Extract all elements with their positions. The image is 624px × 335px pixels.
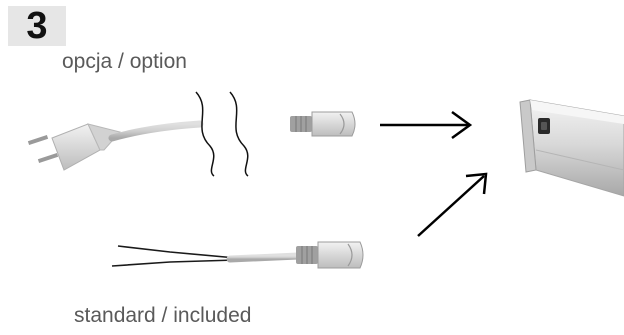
arrow-up-right-icon xyxy=(417,172,488,237)
lamp-endcap xyxy=(519,99,537,173)
plug-pin-icon xyxy=(37,153,59,163)
cable-break-mark xyxy=(195,91,215,177)
connector-head xyxy=(311,111,356,137)
bare-wire xyxy=(111,259,237,267)
bare-wire-cable xyxy=(111,241,364,269)
power-cable xyxy=(108,120,204,142)
euro-plug-cable xyxy=(27,91,356,177)
arrow-right-icon xyxy=(380,110,473,140)
step-badge: 3 xyxy=(8,6,66,46)
plug-pin-icon xyxy=(27,135,49,145)
step-number: 3 xyxy=(26,5,48,47)
bare-wire xyxy=(117,245,237,259)
cable-break-mark xyxy=(229,91,249,177)
led-lamp-fixture xyxy=(519,99,624,197)
standard-label: standard / included xyxy=(74,304,252,327)
power-cable xyxy=(226,252,302,263)
option-label: opcja / option xyxy=(62,50,187,73)
connector-head xyxy=(317,241,364,269)
